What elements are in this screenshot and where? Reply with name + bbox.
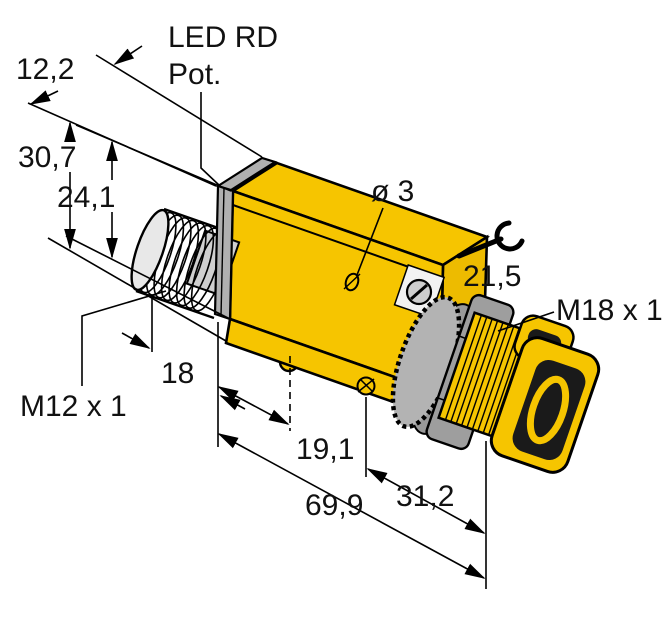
- side-mounting-hole: [343, 272, 361, 292]
- led-label: LED RD: [168, 21, 278, 54]
- dim-18-label: 18: [161, 357, 194, 390]
- dim-24-1-label: 24,1: [57, 181, 115, 214]
- m18-thread-lines: [444, 314, 526, 436]
- pot-label: Pot.: [168, 58, 221, 91]
- hole-leader: [356, 207, 384, 276]
- end-cap: [213, 156, 278, 321]
- dim-12-2-label: 12,2: [16, 53, 74, 86]
- connector-top-edge: [163, 207, 225, 232]
- pot-leader: [200, 92, 221, 187]
- dim-31-2-label: 31,2: [396, 480, 454, 513]
- labels: LED RD Pot. 12,2 30,7 24,1 ø 3 21,5 M18 …: [16, 21, 663, 522]
- wrench-icon: [456, 220, 525, 259]
- bottom-mounting-hole: [356, 376, 376, 396]
- m12-thread-label: M12 x 1: [20, 390, 127, 423]
- m18-head: [390, 293, 601, 474]
- dim-19-1-label: 19,1: [296, 433, 354, 466]
- leader-lines: [81, 92, 555, 386]
- extension-lines: [27, 54, 487, 589]
- dimension-lines: [29, 45, 486, 579]
- dim-21-5-label: 21,5: [463, 260, 521, 293]
- hole-diameter-label: ø 3: [371, 175, 414, 208]
- m18-leader: [497, 311, 555, 332]
- lens-ring: [526, 375, 570, 445]
- connector-threads: [138, 211, 230, 312]
- dim-69-9-label: 69,9: [305, 489, 363, 522]
- m18-thread-label: M18 x 1: [556, 294, 663, 327]
- m12-leader: [81, 290, 167, 386]
- dim-30-7-label: 30,7: [18, 141, 76, 174]
- cap-edge-line: [220, 187, 225, 317]
